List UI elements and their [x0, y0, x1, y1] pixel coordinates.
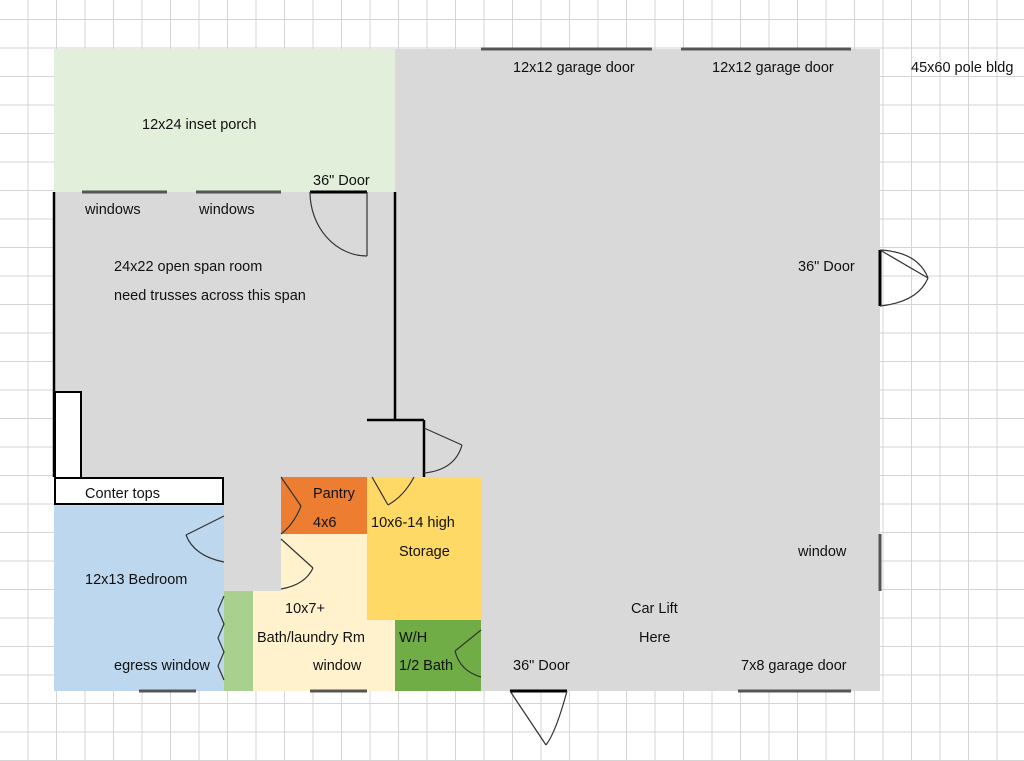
car-lift-label: Car Lift [631, 601, 678, 617]
building-size-label: 45x60 pole bldg [911, 60, 1014, 76]
wh-label: W/H [399, 630, 428, 646]
half-bath-area [395, 620, 481, 691]
garage-door-1-label: 12x12 garage door [513, 60, 635, 76]
bath-size-label: 10x7+ [285, 601, 325, 617]
porch-door-label: 36" Door [313, 173, 370, 189]
open-room-label: 24x22 open span room [114, 259, 263, 275]
bath-window-label: window [313, 658, 362, 674]
porch-label: 12x24 inset porch [142, 117, 257, 133]
windows-1-label: windows [85, 202, 141, 218]
storage-size-label: 10x6-14 high [371, 515, 455, 531]
garage-door-2-label: 12x12 garage door [712, 60, 834, 76]
storage-upper-left [367, 534, 395, 620]
right-window-label: window [798, 544, 847, 560]
closet-area [224, 591, 253, 691]
porch-area [54, 49, 395, 192]
pantry-label: Pantry [313, 486, 355, 502]
bath-laundry-label: Bath/laundry Rm [257, 630, 365, 646]
small-garage-door-label: 7x8 garage door [741, 658, 847, 674]
right-door-label: 36" Door [798, 259, 855, 275]
trusses-note-label: need trusses across this span [114, 288, 306, 304]
pantry-area [281, 477, 367, 534]
pantry-size-label: 4x6 [313, 515, 337, 531]
bedroom-label: 12x13 Bedroom [85, 572, 188, 588]
storage-label: Storage [399, 544, 450, 560]
car-lift-here-label: Here [639, 630, 671, 646]
bottom-door-label: 36" Door [513, 658, 570, 674]
counter-tops-label: Conter tops [85, 486, 160, 502]
windows-2-label: windows [199, 202, 255, 218]
hallway-notch [224, 506, 281, 591]
egress-window-label: egress window [114, 658, 210, 674]
half-bath-label: 1/2 Bath [399, 658, 454, 674]
bath-laundry-corner [281, 534, 367, 592]
counter-top [54, 477, 224, 505]
bedroom-area [54, 506, 224, 691]
